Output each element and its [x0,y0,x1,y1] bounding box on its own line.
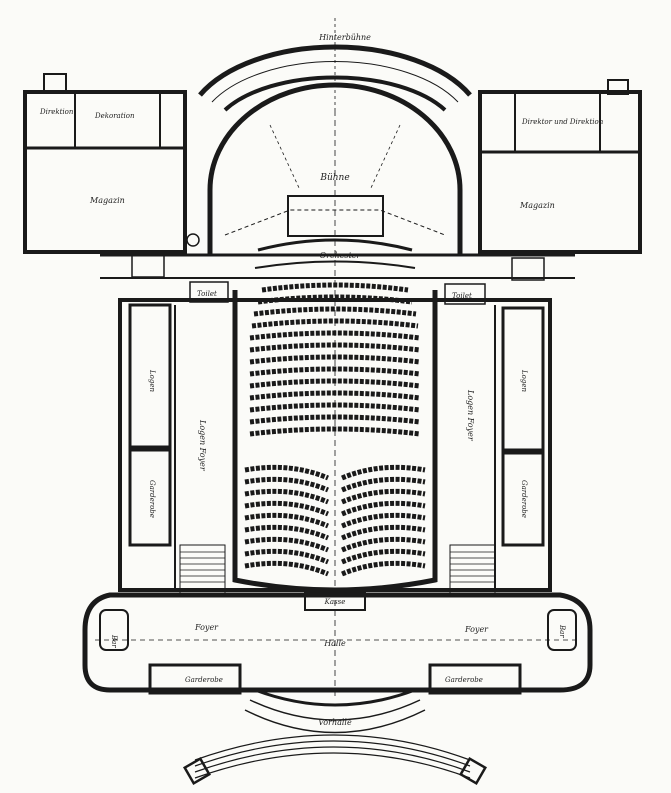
mid-strip [100,253,575,305]
garderobe-right-label: Garderobe [520,480,528,518]
back-stage-arc [198,18,472,112]
stage-area [186,82,463,700]
foyer-left-label: Foyer [194,623,219,632]
hall-label: Halle [323,639,346,648]
small-right-label: Bar [558,624,566,638]
corridor-right-label: Logen Foyer [466,389,475,442]
bottom-garderobe-right-label: Garderobe [445,676,483,684]
toilet-left-label: Toilet [197,290,217,298]
bottom-garderobe-left-label: Garderobe [185,676,223,684]
portico-label: Vorhalle [318,718,352,727]
stage-label: Bühne [319,173,349,183]
upper-left-wing [23,73,187,254]
left-rooms2-label: Dekoration [94,112,135,120]
left-rooms-label: Direktion [39,108,74,116]
upper-right-wing [478,79,642,254]
toilet-right-label: Toilet [452,292,472,300]
seating-upper [249,282,421,437]
entrance-portico [244,688,426,734]
foyer-right-label: Foyer [464,625,489,634]
corridor-left-label: Logen Foyer [198,419,207,472]
entrance-steps [182,734,488,786]
seating-lower [244,464,426,577]
small-left-label: Bar [110,634,118,648]
stair-hatching [180,551,495,583]
foyer [82,591,593,695]
kasse-label: Kasse [324,598,346,606]
auditorium-walls [118,290,552,594]
right-rooms-label: Direktor und Direktion [521,118,604,126]
garderobe-left-label: Garderobe [148,480,156,518]
magazine-left-label: Magazin [89,196,125,205]
magazine-right-label: Magazin [519,201,555,210]
back-stage-label: Hinterbühne [318,33,371,42]
logen-right-label: Logen [520,369,528,392]
logen-left-label: Logen [148,369,156,392]
